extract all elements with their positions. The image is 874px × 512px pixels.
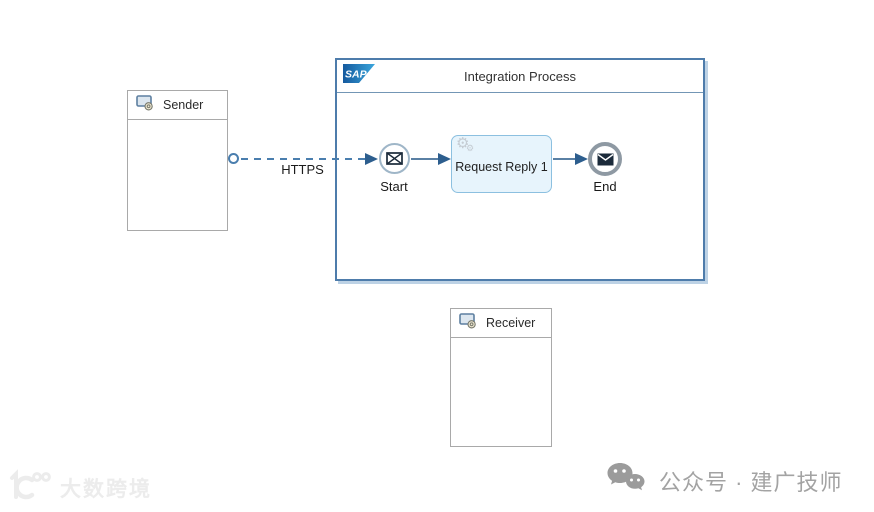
watermark-left-text: 大数跨境 — [60, 478, 152, 501]
wechat-icon — [606, 461, 646, 501]
end-event[interactable] — [588, 142, 622, 176]
process-title: Integration Process — [463, 68, 576, 84]
sender-label: Sender — [163, 98, 204, 112]
envelope-outline-icon — [386, 152, 403, 165]
start-event[interactable] — [379, 143, 410, 174]
receiver-participant[interactable]: Receiver — [450, 308, 552, 447]
sequence-flow-1-arrow-head-icon — [438, 153, 451, 165]
integration-process-header: SAP Integration Process — [337, 60, 703, 93]
gears-icon: ⚙⚙ — [456, 135, 475, 153]
svg-text:SAP: SAP — [345, 69, 368, 81]
dashu-kuajing-logo-icon — [6, 468, 52, 508]
sender-participant[interactable]: Sender — [127, 90, 228, 231]
sequence-flow-2-arrow-head-icon — [575, 153, 588, 165]
watermark-left: 大数跨境 — [6, 468, 152, 508]
https-connection-line[interactable] — [241, 158, 366, 160]
start-event-label: Start — [380, 179, 408, 194]
sap-logo-icon: SAP — [343, 64, 375, 88]
watermark-right: 公众号 · 建广技师 — [606, 461, 843, 501]
receiver-header: Receiver — [451, 309, 551, 338]
https-arrow-head-icon — [365, 153, 378, 165]
request-reply-activity[interactable]: ⚙⚙ Request Reply 1 — [451, 135, 552, 193]
connection-source-port[interactable] — [228, 153, 239, 164]
receiver-label: Receiver — [486, 316, 536, 330]
sequence-flow-activity-to-end[interactable] — [553, 158, 576, 160]
sender-header: Sender — [128, 91, 227, 120]
envelope-filled-icon — [597, 153, 614, 166]
computer-gear-icon — [136, 94, 154, 116]
computer-gear-icon — [459, 312, 477, 334]
end-event-label: End — [593, 179, 617, 194]
watermark-right-text: 公众号 · 建广技师 — [659, 470, 843, 495]
request-reply-label: Request Reply 1 — [455, 160, 548, 174]
https-connection-label: HTTPS — [281, 162, 324, 177]
sequence-flow-start-to-activity[interactable] — [411, 158, 439, 160]
